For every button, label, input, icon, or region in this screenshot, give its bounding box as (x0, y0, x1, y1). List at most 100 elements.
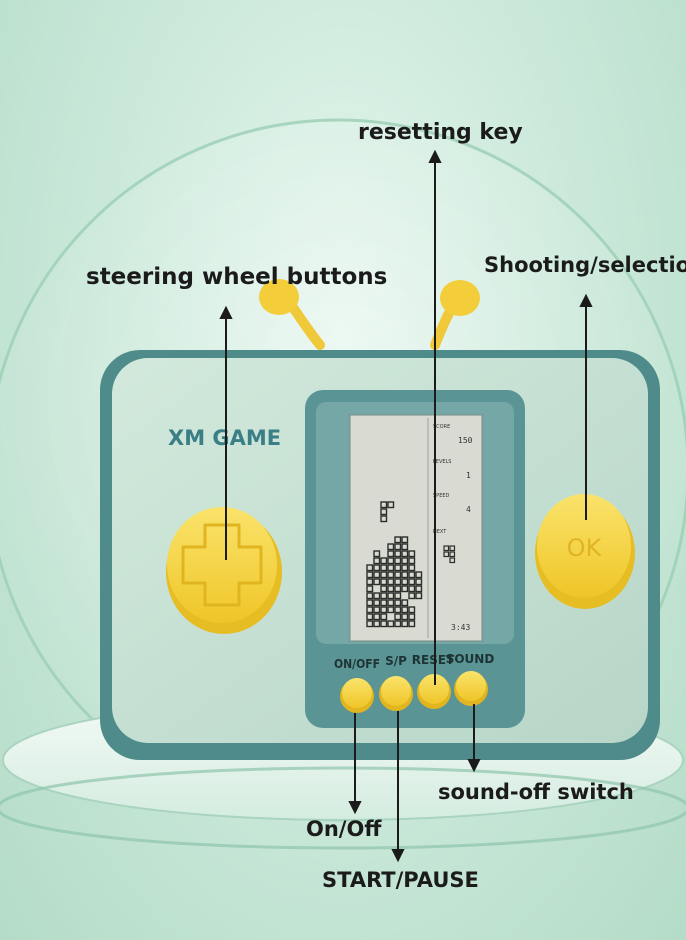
tetris-block (387, 585, 395, 593)
tetris-block (387, 620, 395, 628)
tetris-block (366, 592, 374, 600)
onoff-button[interactable] (340, 678, 374, 713)
tetris-block (394, 592, 402, 600)
tetris-block (394, 578, 402, 586)
tetris-block (394, 550, 402, 558)
next-piece-block (449, 551, 456, 558)
tetris-block (366, 620, 374, 628)
tetris-block (380, 585, 388, 593)
sound-button-label: SOUND (446, 652, 495, 666)
tetris-block (373, 578, 381, 586)
callout-start-pause: START/PAUSE (322, 868, 479, 892)
level-value: 1 (466, 471, 471, 480)
reset-button-label: RESET (412, 653, 455, 667)
tetris-block (401, 585, 409, 593)
tetris-block (401, 620, 409, 628)
callout-steering-wheel-buttons: steering wheel buttons (86, 264, 388, 290)
tetris-block (387, 571, 395, 579)
steering-arrow (219, 305, 233, 560)
tetris-block (387, 592, 395, 600)
tetris-block (401, 550, 409, 558)
steering-dpad[interactable] (166, 507, 282, 634)
tetris-block (373, 564, 381, 572)
speed-label: SPEED (433, 493, 450, 499)
tetris-block (366, 606, 374, 614)
tetris-block (394, 606, 402, 614)
tetris-block (373, 620, 381, 628)
tetris-block (401, 536, 409, 544)
next-piece-block (449, 545, 456, 552)
tetris-block (387, 606, 395, 614)
tetris-block (387, 550, 395, 558)
next-piece-block (443, 551, 450, 558)
tetris-block (394, 536, 402, 544)
sound-arrow (467, 704, 481, 773)
callout-sound-off-switch: sound-off switch (438, 780, 634, 804)
tetris-block (394, 620, 402, 628)
tetris-block (373, 599, 381, 607)
tetris-block (394, 564, 402, 572)
tetris-block (380, 501, 388, 509)
tetris-block (401, 557, 409, 565)
tetris-block (415, 578, 423, 586)
next-piece-block (449, 557, 456, 564)
antenna-right (430, 280, 480, 350)
tetris-block (373, 557, 381, 565)
tetris-block (387, 543, 395, 551)
start-pause-arrow (391, 711, 405, 863)
tetris-playfield (366, 501, 423, 628)
tetris-block (380, 592, 388, 600)
tetris-block (366, 578, 374, 586)
tetris-block (373, 606, 381, 614)
score-value: 150 (458, 436, 473, 445)
time-value: 3:43 (451, 623, 470, 632)
callout-on-off: On/Off (306, 817, 382, 841)
tetris-block (380, 620, 388, 628)
pedestal-rim (0, 766, 686, 850)
tetris-block (408, 564, 416, 572)
tetris-block (380, 599, 388, 607)
tetris-block (387, 564, 395, 572)
tetris-block (408, 557, 416, 565)
start-pause-button[interactable] (379, 676, 413, 711)
reset-arrow (428, 149, 442, 685)
tetris-block (394, 571, 402, 579)
tetris-block (380, 557, 388, 565)
tetris-block (387, 501, 395, 509)
tetris-block (373, 592, 381, 600)
onoff-button-label: ON/OFF (334, 657, 380, 671)
reset-button[interactable] (417, 674, 451, 709)
tetris-block (380, 571, 388, 579)
score-label: SCORE (433, 424, 450, 430)
tetris-block (401, 613, 409, 621)
tetris-block (408, 606, 416, 614)
tetris-block (408, 613, 416, 621)
tetris-block (373, 550, 381, 558)
speed-value: 4 (466, 505, 471, 514)
tetris-block (394, 543, 402, 551)
tetris-block (408, 585, 416, 593)
ok-button[interactable]: OK (535, 494, 635, 609)
tetris-block (401, 543, 409, 551)
tetris-block (415, 592, 423, 600)
tetris-block (394, 585, 402, 593)
level-label: LEVELS (433, 459, 451, 465)
onoff-arrow (348, 713, 362, 815)
tetris-block (387, 578, 395, 586)
next-label: NEXT (433, 529, 447, 535)
tetris-block (401, 564, 409, 572)
tetris-block (366, 599, 374, 607)
tetris-block (415, 585, 423, 593)
tetris-block (380, 613, 388, 621)
tetris-block (380, 564, 388, 572)
sound-button[interactable] (454, 671, 488, 706)
tetris-block (380, 606, 388, 614)
tetris-block (366, 613, 374, 621)
callout-shooting-selection: Shooting/selection (484, 253, 686, 277)
tetris-block (408, 620, 416, 628)
tetris-block (408, 571, 416, 579)
callout-resetting-key: resetting key (358, 120, 523, 145)
tetris-block (394, 557, 402, 565)
tetris-block (387, 599, 395, 607)
